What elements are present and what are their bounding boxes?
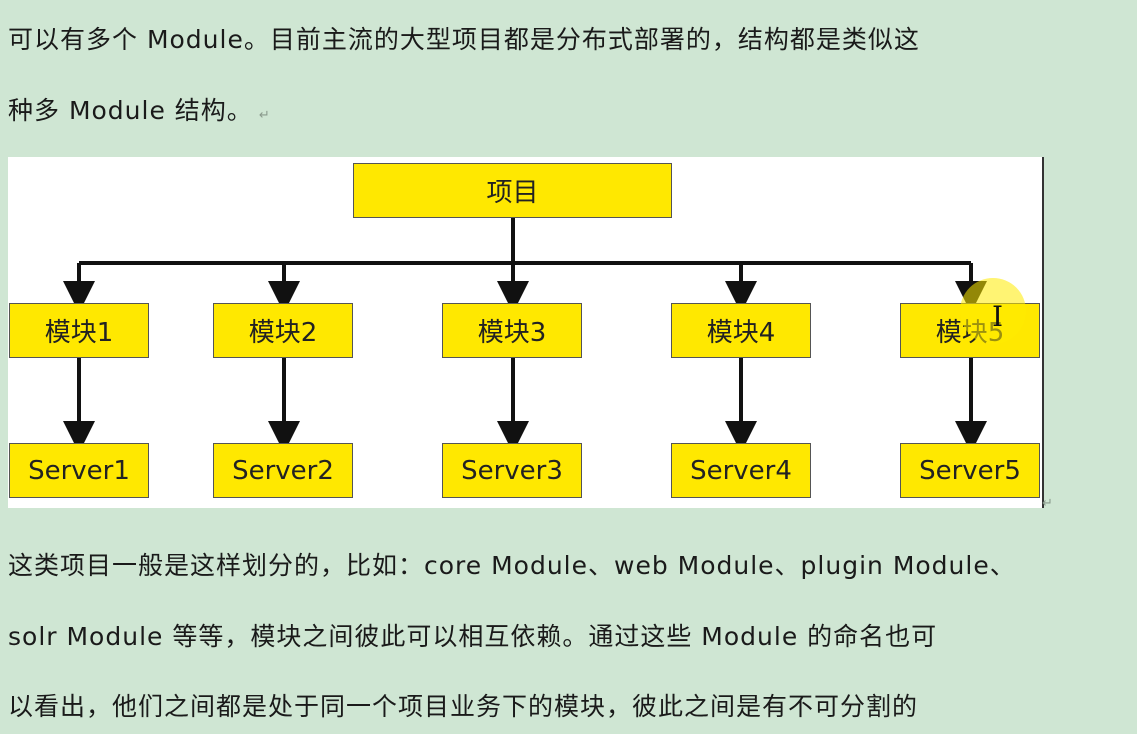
module-box-1: 模块1	[9, 303, 149, 358]
module-box-2: 模块2	[213, 303, 353, 358]
text-cursor-icon: I	[992, 300, 1004, 333]
server-box-4: Server4	[671, 443, 811, 498]
paragraph-line-4: solr Module 等等，模块之间彼此可以相互依赖。通过这些 Module …	[8, 622, 938, 651]
server-box-5: Server5	[900, 443, 1040, 498]
module-box-3: 模块3	[442, 303, 582, 358]
server-box-1: Server1	[9, 443, 149, 498]
paragraph-line-3: 这类项目一般是这样划分的，比如：core Module、web Module、p…	[8, 551, 1016, 580]
paragraph-line-2: 种多 Module 结构。↵	[8, 96, 271, 125]
cursor-highlight	[960, 278, 1026, 344]
paragraph-mark-icon: ↵	[258, 108, 271, 123]
server-box-3: Server3	[442, 443, 582, 498]
module-structure-diagram: 项目 模块1 模块2 模块3 模块4 模块5 Server1 Server2 S…	[8, 157, 1044, 508]
project-box: 项目	[353, 163, 672, 218]
paragraph-line-1: 可以有多个 Module。目前主流的大型项目都是分布式部署的，结构都是类似这	[8, 25, 920, 54]
figure-paragraph-mark-icon: ↵	[1042, 496, 1053, 511]
module-box-4: 模块4	[671, 303, 811, 358]
connector-lines	[63, 218, 987, 453]
server-box-2: Server2	[213, 443, 353, 498]
paragraph-line-5: 以看出，他们之间都是处于同一个项目业务下的模块，彼此之间是有不可分割的	[8, 692, 919, 721]
